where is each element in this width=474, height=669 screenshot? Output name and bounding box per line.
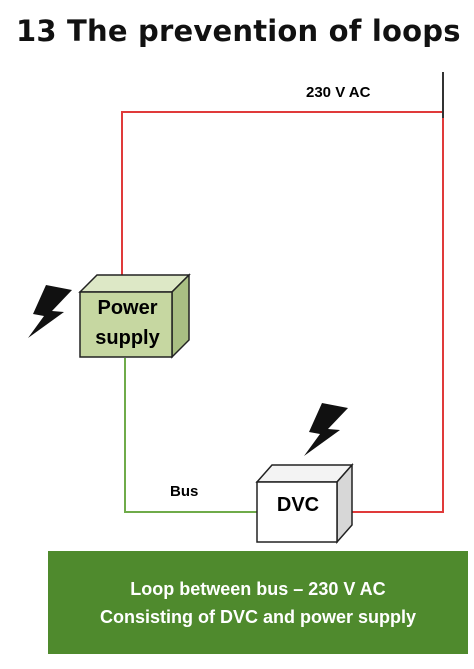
ac-voltage-label: 230 V AC [306,84,371,101]
power-supply-label-line2: supply [95,327,160,349]
bus-label: Bus [170,483,199,500]
lightning-bolt-icon [304,403,348,456]
lightning-bolt-icon [28,285,72,338]
ac-wire [121,111,444,513]
power-supply-box [78,273,191,359]
banner-line-1: Loop between bus – 230 V AC [130,578,386,599]
power-supply-label: Power supply [80,293,175,353]
bus-wire [124,358,258,513]
dvc-label: DVC [276,494,320,516]
power-supply-label-line1: Power [97,297,158,319]
banner-line-2: Consisting of DVC and power supply [99,606,416,627]
dvc-box [255,463,354,544]
summary-banner: Loop between bus – 230 V AC Consisting o… [48,551,468,654]
page-title: 13 The prevention of loops [16,14,461,48]
